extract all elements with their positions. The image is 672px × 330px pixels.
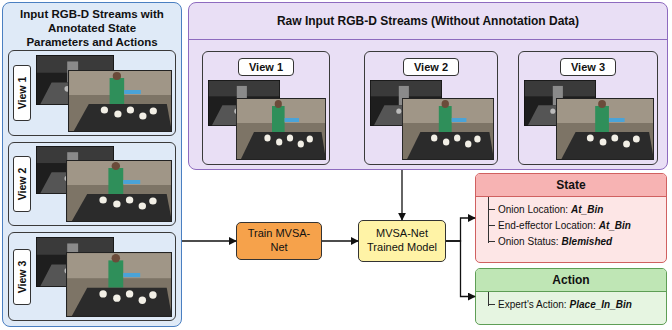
output-item: End-effector Location:At_Bin xyxy=(498,218,662,233)
process-box: Train MVSA-Net xyxy=(236,222,322,260)
view-tag: View 3 xyxy=(13,249,31,305)
input-panel: Raw Input RGB-D Streams (Without Annotat… xyxy=(188,2,668,170)
view-box: View 2 xyxy=(8,142,176,226)
view-label: View 3 xyxy=(560,58,616,76)
output-heading: Action xyxy=(476,269,666,292)
view-tag: View 2 xyxy=(13,156,31,212)
input-panel: Input RGB-D Streams with Annotated State… xyxy=(2,2,182,327)
process-label: MVSA-Net Trained Model xyxy=(365,227,439,255)
item-value: Place_In_Bin xyxy=(570,299,632,310)
rgb-frame xyxy=(68,70,172,132)
view-label: View 3 xyxy=(13,249,31,305)
output-item: Onion Status:Blemished xyxy=(498,234,662,249)
connector-arrow xyxy=(446,241,475,297)
process-text: MVSA-Net Trained Model xyxy=(365,227,439,255)
rgb-frame xyxy=(66,160,172,222)
connector-arrow xyxy=(322,240,358,241)
connector-arrow xyxy=(401,170,402,220)
panel-heading: Input RGB-D Streams with Annotated State… xyxy=(3,3,181,49)
item-value: At_Bin xyxy=(599,220,631,231)
depth-frame xyxy=(36,146,114,194)
view-box: View 3 xyxy=(518,51,658,165)
view-box: View 2 xyxy=(364,51,498,165)
view-label: View 1 xyxy=(13,65,31,121)
output-item: Onion Location:At_Bin xyxy=(498,202,662,217)
item-key: End-effector Location: xyxy=(498,220,596,231)
output-list: Expert's Action:Place_In_Bin xyxy=(476,292,666,317)
view-label: View 2 xyxy=(403,58,459,76)
rgb-frame xyxy=(236,98,326,160)
view-label: View 1 xyxy=(238,58,294,76)
item-key: Onion Location: xyxy=(498,204,568,215)
item-key: Onion Status: xyxy=(498,236,559,247)
depth-frame xyxy=(208,80,280,126)
view-tag: View 1 xyxy=(13,65,31,121)
connector-arrow xyxy=(446,218,475,241)
output-box: StateOnion Location:At_BinEnd-effector L… xyxy=(475,173,667,263)
view-label: View 2 xyxy=(13,156,31,212)
process-label: Train MVSA-Net xyxy=(243,227,315,255)
output-box: ActionExpert's Action:Place_In_Bin xyxy=(475,268,667,325)
view-box: View 3 xyxy=(8,232,176,321)
output-list: Onion Location:At_BinEnd-effector Locati… xyxy=(476,197,666,254)
item-value: At_Bin xyxy=(571,204,603,215)
output-heading: State xyxy=(476,174,666,197)
depth-frame xyxy=(524,80,596,126)
rgb-frame xyxy=(556,98,654,160)
depth-frame xyxy=(36,55,114,105)
process-text: Train MVSA-Net xyxy=(243,227,315,255)
connector-arrow xyxy=(182,240,236,241)
rgb-frame xyxy=(66,252,172,317)
panel-heading: Raw Input RGB-D Streams (Without Annotat… xyxy=(189,3,667,40)
rgb-frame xyxy=(402,98,494,160)
item-value: Blemished xyxy=(562,236,613,247)
item-key: Expert's Action: xyxy=(498,299,567,310)
view-box: View 1 xyxy=(202,51,330,165)
depth-frame xyxy=(370,80,442,126)
output-item: Expert's Action:Place_In_Bin xyxy=(498,297,662,312)
view-box: View 1 xyxy=(8,50,176,136)
model-box: MVSA-Net Trained Model xyxy=(358,220,446,262)
depth-frame xyxy=(36,237,114,287)
